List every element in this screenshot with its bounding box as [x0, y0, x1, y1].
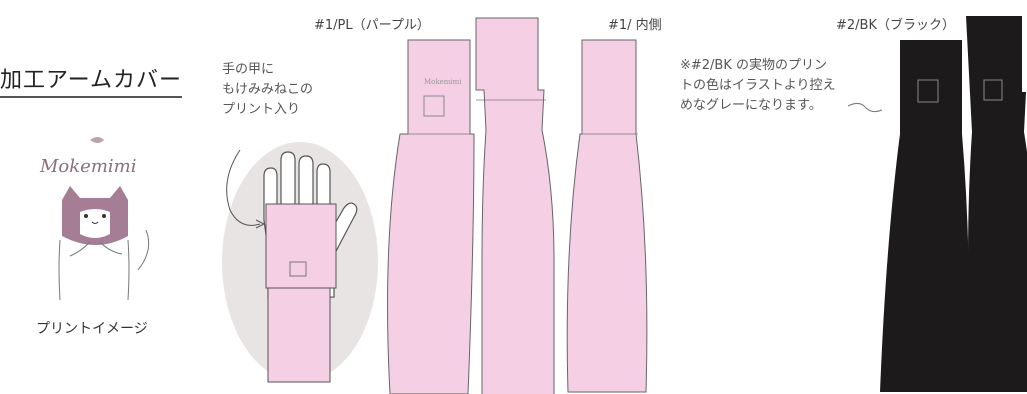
hand-note-line: 手の甲に	[222, 62, 275, 77]
bk-note-line: めなグレーになります。	[680, 98, 822, 113]
page-title: 加工アームカバー	[0, 62, 183, 98]
label-pl: #1/PL（パープル）	[314, 18, 430, 33]
print-image: Mokemimi	[20, 130, 170, 305]
label-inner: #1/ 内側	[608, 18, 662, 33]
hand-note-line: もけみみねこの	[222, 82, 314, 97]
label-bk: #2/BK（ブラック）	[836, 18, 955, 33]
logo-text: Mokemimi	[39, 156, 136, 177]
bk-note-line: トの色はイラストより控え	[680, 78, 836, 93]
hand-note: 手の甲に もけみみねこの プリント入り	[222, 60, 313, 120]
print-image-caption: プリントイメージ	[36, 321, 148, 337]
hand-note-line: プリント入り	[222, 102, 301, 117]
cat-illustration: Mokemimi	[39, 137, 150, 301]
bk-note: ※#2/BK の実物のプリン トの色はイラストより控え めなグレーになります。	[680, 56, 835, 116]
svg-text:Mokemimi: Mokemimi	[424, 78, 462, 86]
bk-note-line: ※#2/BK の実物のプリン	[680, 58, 828, 73]
